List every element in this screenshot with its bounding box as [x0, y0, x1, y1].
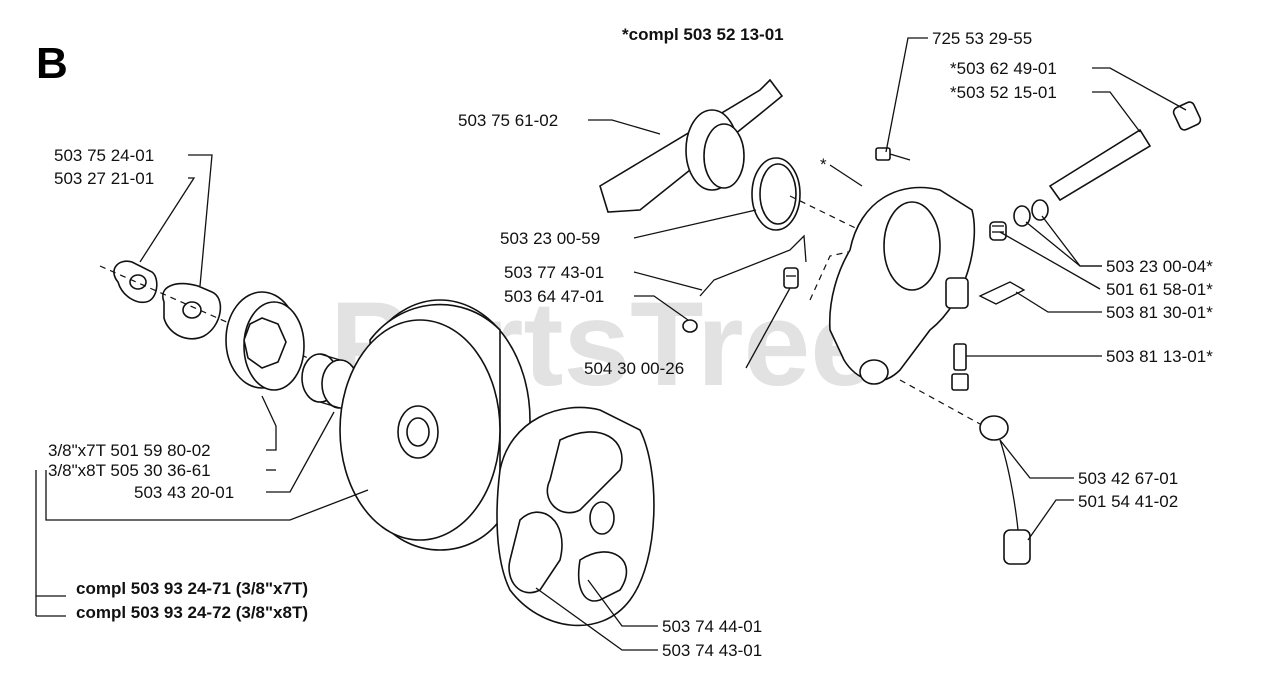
axis-line-right [789, 195, 881, 241]
screw-part [875, 147, 911, 161]
needle-bearing-part [301, 353, 359, 409]
oil-pump-housing-part [828, 186, 976, 385]
bar-plate-part [599, 78, 784, 213]
section-letter: B [36, 39, 68, 88]
oil-pipe-part [699, 234, 807, 297]
label-503-77-43-01[interactable]: 503 77 43-01 [504, 263, 604, 282]
washer-small-part [1013, 205, 1031, 227]
label-503-81-13-01[interactable]: 503 81 13-01* [1106, 347, 1213, 366]
label-504-30-00-26[interactable]: 504 30 00-26 [584, 359, 684, 378]
spring-part [989, 221, 1007, 241]
assembly-label-7t[interactable]: compl 503 93 24-71 (3/8"x7T) [76, 579, 308, 598]
washer-small-part-2 [1031, 199, 1049, 221]
label-503-81-30-01[interactable]: 503 81 30-01* [1106, 303, 1213, 322]
label-725-53-29-55[interactable]: 725 53 29-55 [932, 29, 1032, 48]
label-503-43-20-01[interactable]: 503 43 20-01 [134, 483, 234, 502]
label-503-52-15-01[interactable]: *503 52 15-01 [950, 83, 1057, 102]
header-assembly-label[interactable]: *compl 503 52 13-01 [622, 25, 784, 44]
clutch-part [496, 406, 655, 627]
label-501-54-41-02[interactable]: 501 54 41-02 [1078, 492, 1178, 511]
label-503-27-21-01[interactable]: 503 27 21-01 [54, 169, 154, 188]
clutch-drum-part [339, 299, 531, 551]
label-503-23-00-04[interactable]: 503 23 00-04* [1106, 257, 1213, 276]
label-503-75-61-02[interactable]: 503 75 61-02 [458, 111, 558, 130]
o-ring-inner [759, 163, 797, 225]
clip-part [978, 281, 1026, 305]
pump-shaft-part [1048, 101, 1202, 202]
oil-hose-part [979, 415, 1031, 565]
label-503-42-67-01[interactable]: 503 42 67-01 [1078, 469, 1178, 488]
label-503-74-44-01[interactable]: 503 74 44-01 [662, 617, 762, 636]
leader-lines [35, 37, 1187, 651]
assembly-label-8t[interactable]: compl 503 93 24-72 (3/8"x8T) [76, 603, 308, 622]
pipe-seal-part [682, 319, 698, 333]
label-503-64-47-01[interactable]: 503 64 47-01 [504, 287, 604, 306]
adjust-screw-part [951, 343, 969, 391]
washer-part [162, 282, 222, 340]
star-marker: * [820, 155, 827, 174]
rim-sprocket-part [225, 291, 305, 391]
label-503-74-43-01[interactable]: 503 74 43-01 [662, 641, 762, 660]
nipple-part [783, 267, 799, 289]
label-503-62-49-01[interactable]: *503 62 49-01 [950, 59, 1057, 78]
label-3-8-7t-501-59-80-02[interactable]: 3/8"x7T 501 59 80-02 [48, 441, 211, 460]
label-503-75-24-01[interactable]: 503 75 24-01 [54, 146, 154, 165]
label-3-8-8t-505-30-36-61[interactable]: 3/8"x8T 505 30 36-61 [48, 461, 211, 480]
label-503-23-00-59[interactable]: 503 23 00-59 [500, 229, 600, 248]
axis-line-hose [899, 379, 981, 425]
label-501-61-58-01[interactable]: 501 61 58-01* [1106, 280, 1213, 299]
